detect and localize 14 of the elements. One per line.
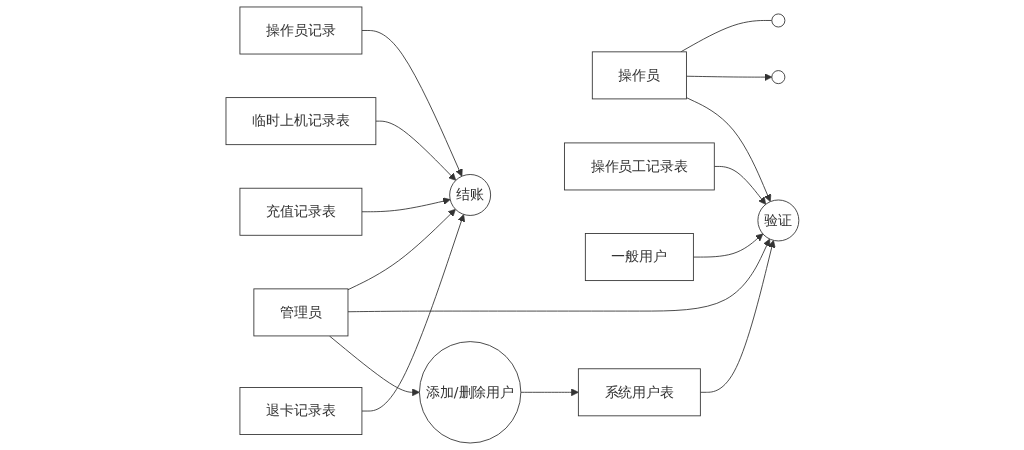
node-box: 管理员 [253, 288, 348, 337]
node-circle: 结账 [448, 174, 491, 216]
node-box: 一般用户 [584, 233, 694, 282]
node-box: 操作员记录 [239, 6, 362, 55]
node-circle: 添加/删除用户 [418, 341, 521, 444]
node-box: 退卡记录表 [239, 387, 362, 435]
node-box: 临时上机记录表 [225, 97, 376, 146]
node-box: 充值记录表 [239, 187, 362, 236]
node-box: 操作员 [591, 51, 687, 100]
node-circle [770, 13, 785, 28]
node-box: 操作员工记录表 [563, 142, 715, 191]
node-circle [770, 70, 785, 85]
node-box: 系统用户表 [577, 368, 701, 417]
node-circle: 验证 [757, 199, 799, 242]
